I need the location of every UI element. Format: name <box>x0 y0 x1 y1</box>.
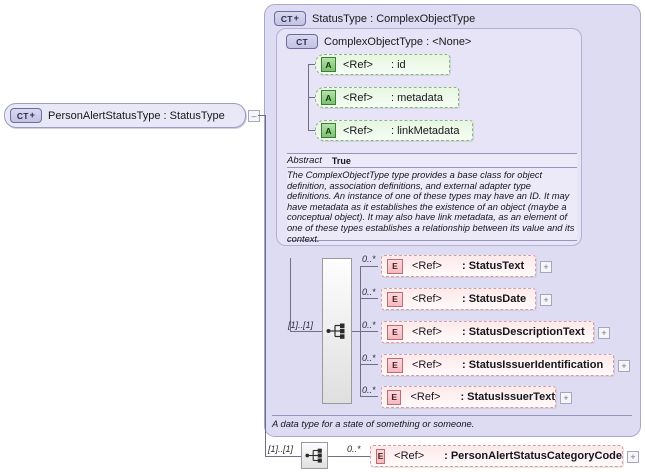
abstract-key: Abstract <box>287 155 322 166</box>
complex-type-statustype-label: StatusType : ComplexObjectType <box>312 12 476 25</box>
sequence-icon <box>326 323 345 339</box>
attribute-row-linkmetadata[interactable]: A <Ref> : linkMetadata <box>315 120 473 141</box>
element-icon: E <box>387 324 403 340</box>
outer-sequence-multiplicity: [1]..[1] <box>268 444 294 454</box>
plus-icon: + <box>563 393 569 403</box>
element-branch-1 <box>360 266 378 267</box>
attribute-name: : linkMetadata <box>390 124 460 137</box>
element-row-statusissueridentification[interactable]: E <Ref> : StatusIssuerIdentification <box>381 354 614 376</box>
expand-plus-icon: + <box>293 13 300 23</box>
element-expand-toggle[interactable]: + <box>627 451 639 463</box>
attribute-name: : metadata <box>390 91 443 104</box>
element-expand-toggle[interactable]: + <box>598 327 610 339</box>
annotation-panel: Abstract True The ComplexObjectType type… <box>287 153 577 244</box>
element-name: : StatusIssuerText <box>460 391 555 403</box>
complex-type-complexobjecttype-label: ComplexObjectType : <None> <box>324 35 472 48</box>
attribute-icon: A <box>321 90 336 105</box>
attribute-branch-2 <box>308 97 316 98</box>
inner-sequence-inlet-riser <box>290 258 291 332</box>
element-row-statusdate[interactable]: E <Ref> : StatusDate <box>381 288 536 310</box>
element-row-statustext[interactable]: E <Ref> : StatusText <box>381 255 536 277</box>
attribute-row-id[interactable]: A <Ref> : id <box>315 54 450 75</box>
expand-plus-icon: + <box>29 110 36 120</box>
element-expand-toggle[interactable]: + <box>540 294 552 306</box>
sequence-compositor-outer[interactable] <box>301 442 328 469</box>
element-row-statusissuertext[interactable]: E <Ref> : StatusIssuerText <box>381 386 556 408</box>
element-ref: <Ref> <box>412 260 442 272</box>
sequence-icon <box>304 448 322 463</box>
element-icon: E <box>376 448 386 464</box>
abstract-value: True <box>331 155 351 166</box>
plus-icon: + <box>621 361 627 371</box>
element-ref: <Ref> <box>412 293 442 305</box>
element-icon: E <box>387 389 402 405</box>
plus-icon: + <box>601 328 607 338</box>
element-expand-toggle[interactable]: + <box>540 261 552 273</box>
plus-icon: + <box>543 295 549 305</box>
element-multiplicity: 0..* <box>362 385 376 395</box>
attribute-row-metadata[interactable]: A <Ref> : metadata <box>315 87 459 108</box>
element-row-personalertstatuscategorycode[interactable]: E <Ref> : PersonAlertStatusCategoryCode <box>370 445 623 467</box>
outer-sequence-out <box>328 456 370 457</box>
element-ref: <Ref> <box>412 359 442 371</box>
element-name: : StatusText <box>461 260 525 272</box>
attribute-ref: <Ref> <box>343 91 373 104</box>
complex-type-icon[interactable]: CT+ <box>10 108 42 123</box>
complex-type-complexobjecttype-title: CT ComplexObjectType : <None> <box>286 34 471 49</box>
outer-type-documentation-text: A data type for a state of something or … <box>272 418 475 429</box>
inner-sequence-multiplicity: [1]..[1] <box>288 320 314 330</box>
compositor-out <box>352 331 361 332</box>
attribute-ref: <Ref> <box>343 124 373 137</box>
element-branch-5 <box>360 396 378 397</box>
plus-icon: + <box>630 452 636 462</box>
root-connector-to-sequence <box>265 456 301 457</box>
attribute-branch-3 <box>308 130 316 131</box>
element-ref: <Ref> <box>410 391 441 403</box>
element-icon: E <box>387 357 403 373</box>
element-multiplicity: 0..* <box>362 353 376 363</box>
annotation-text: The ComplexObjectType type provides a ba… <box>287 170 575 244</box>
element-multiplicity: 0..* <box>362 320 376 330</box>
attribute-icon: A <box>321 57 336 72</box>
element-icon: E <box>387 258 403 274</box>
minus-icon: – <box>251 111 257 121</box>
complex-type-icon[interactable]: CT <box>286 34 318 49</box>
element-branch-4 <box>360 364 378 365</box>
element-multiplicity: 0..* <box>362 254 376 264</box>
complex-type-icon[interactable]: CT+ <box>274 11 306 26</box>
element-row-statusdescriptiontext[interactable]: E <Ref> : StatusDescriptionText <box>381 321 594 343</box>
element-multiplicity: 0..* <box>362 287 376 297</box>
bottom-element-multiplicity: 0..* <box>347 444 361 454</box>
attribute-ref: <Ref> <box>343 58 373 71</box>
element-name: : StatusDate <box>461 293 527 305</box>
element-name: : StatusDescriptionText <box>461 326 585 338</box>
root-connector-horizontal <box>258 115 266 116</box>
abstract-row: Abstract True <box>287 154 577 168</box>
element-ref: <Ref> <box>412 326 442 338</box>
root-connector-vertical <box>265 115 266 456</box>
inner-sequence-inlet <box>290 331 322 332</box>
element-branch-3 <box>360 331 378 332</box>
element-name: : StatusIssuerIdentification <box>461 359 604 371</box>
element-branch-2 <box>360 298 378 299</box>
element-ref: <Ref> <box>394 450 425 462</box>
plus-icon: + <box>543 262 549 272</box>
element-expand-toggle[interactable]: + <box>560 392 572 404</box>
element-name: : PersonAlertStatusCategoryCode <box>444 450 622 462</box>
attribute-icon: A <box>321 123 336 138</box>
root-type-box[interactable]: CT+ PersonAlertStatusType : StatusType <box>4 103 246 128</box>
attribute-branch-1 <box>308 64 316 65</box>
attribute-name: : id <box>390 58 406 71</box>
root-type-label: PersonAlertStatusType : StatusType <box>48 109 225 122</box>
root-collapse-toggle[interactable]: – <box>248 110 260 122</box>
element-icon: E <box>387 291 403 307</box>
sequence-compositor-inner[interactable] <box>322 258 352 404</box>
complex-type-statustype-title: CT+ StatusType : ComplexObjectType <box>274 11 475 26</box>
outer-type-documentation: A data type for a state of something or … <box>272 415 632 431</box>
element-expand-toggle[interactable]: + <box>618 360 630 372</box>
